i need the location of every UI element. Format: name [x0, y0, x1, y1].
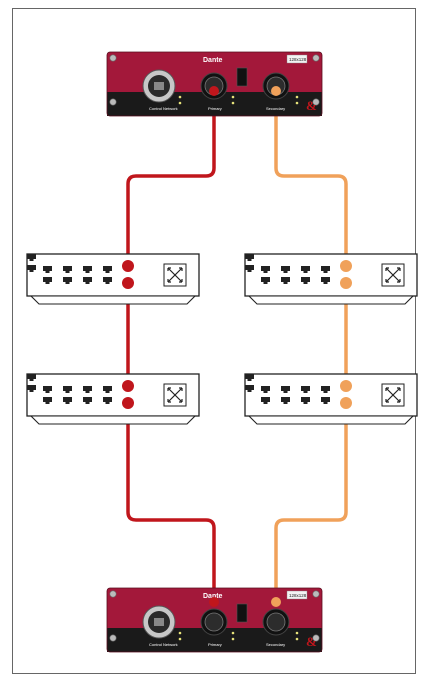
screw-icon	[313, 591, 319, 597]
screw-icon	[110, 55, 116, 61]
primary-cable	[128, 98, 214, 596]
secondary-plug	[271, 86, 281, 96]
control-network-label: Control Network	[149, 106, 178, 111]
model-badge: 128x128	[289, 593, 307, 598]
primary-plug	[209, 597, 219, 607]
brand-logo: &	[306, 98, 317, 113]
screw-icon	[110, 635, 116, 641]
model-badge: 128x128	[289, 57, 307, 62]
primary-switch-2	[27, 374, 199, 424]
screw-icon	[313, 55, 319, 61]
primary-label: Primary	[208, 642, 222, 647]
brand-logo: &	[306, 634, 317, 649]
control-network-label: Control Network	[149, 642, 178, 647]
primary-connector	[201, 609, 227, 635]
screw-icon	[110, 99, 116, 105]
top-dante-card: Dante 128x128 Control Network Primary Se…	[107, 52, 322, 116]
usb-port-icon	[237, 604, 247, 622]
screw-icon	[110, 591, 116, 597]
control-network-connector	[143, 606, 175, 638]
control-network-connector	[143, 70, 175, 102]
primary-plug	[209, 86, 219, 96]
secondary-label: Secondary	[266, 642, 285, 647]
dante-logo: Dante	[203, 57, 223, 64]
secondary-switch-2	[245, 374, 417, 424]
secondary-label: Secondary	[266, 106, 285, 111]
primary-switch-1	[27, 254, 199, 304]
secondary-connector	[263, 609, 289, 635]
secondary-plug	[271, 597, 281, 607]
secondary-cable	[276, 98, 346, 596]
primary-label: Primary	[208, 106, 222, 111]
secondary-switch-1	[245, 254, 417, 304]
usb-port-icon	[237, 68, 247, 86]
